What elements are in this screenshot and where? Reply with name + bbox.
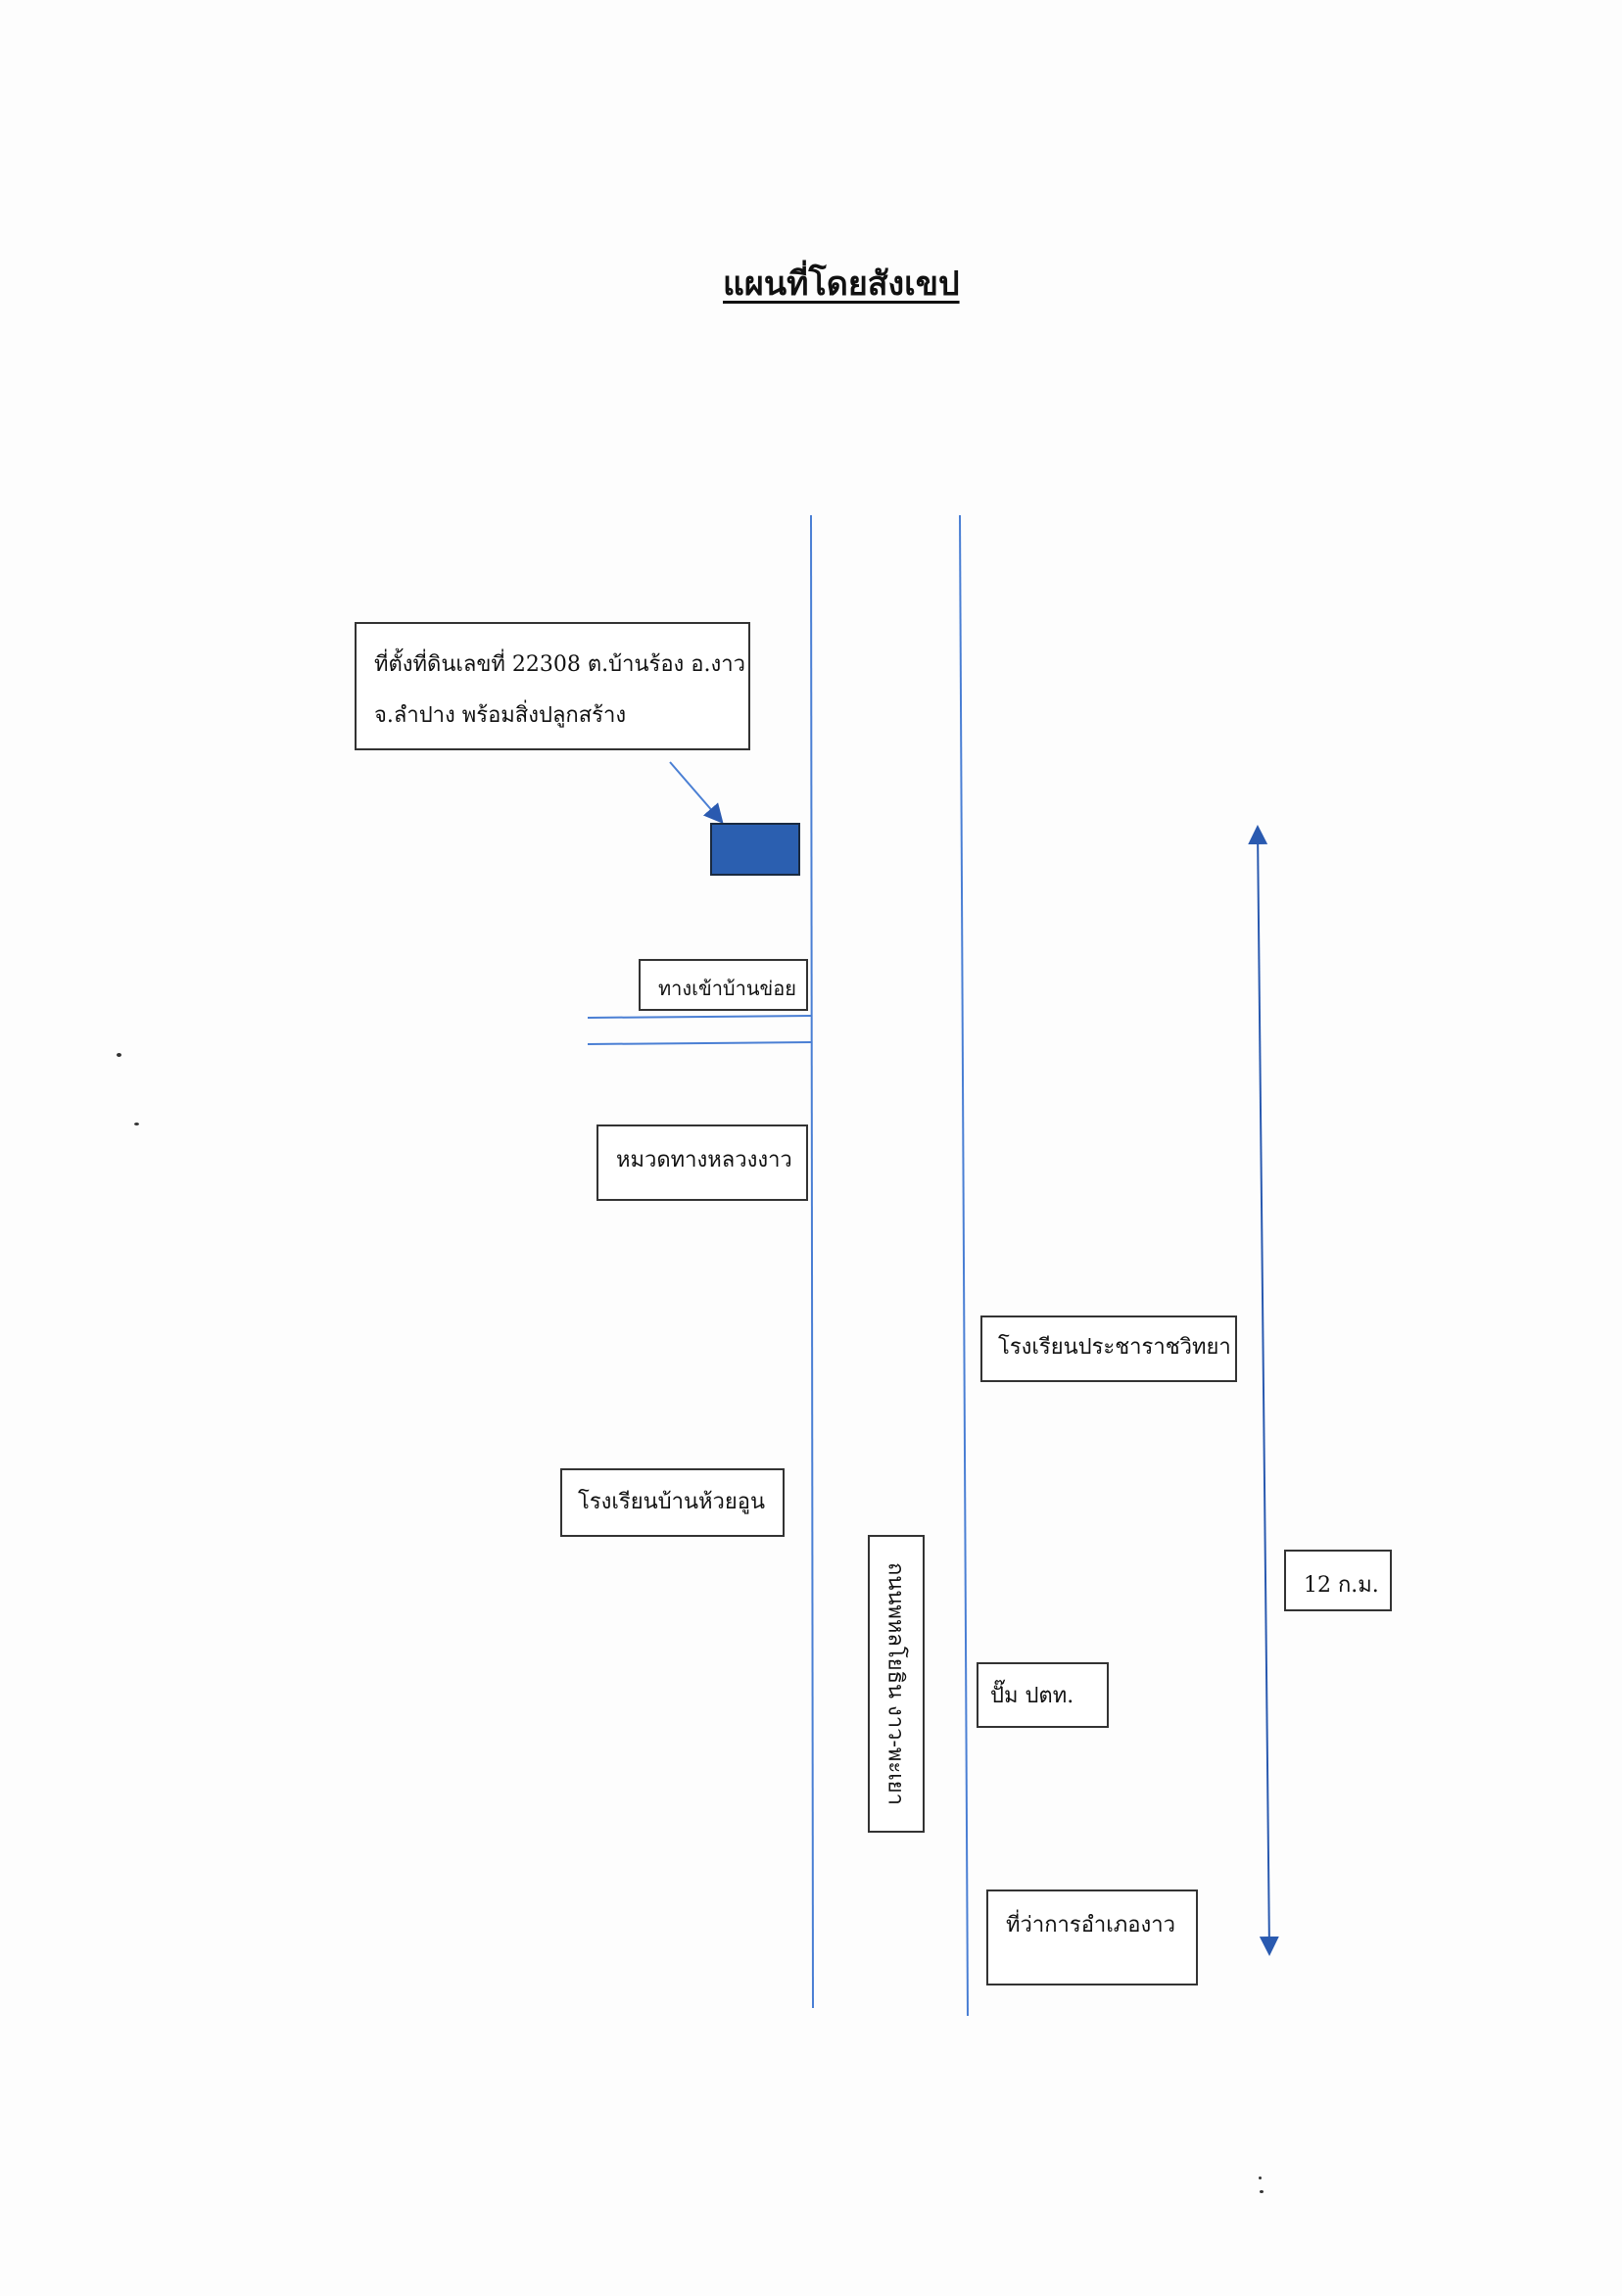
school-prachacharat-text: โรงเรียนประชาราชวิทยา bbox=[998, 1335, 1231, 1360]
land-location-line1: ที่ตั้งที่ดินเลขที่ 22308 ต.บ้านร้อง อ.ง… bbox=[374, 652, 745, 677]
school-ban-huai-un-label: โรงเรียนบ้านห้วยอูน bbox=[560, 1468, 785, 1537]
side-road-entrance-label: ทางเข้าบ้านข่อย bbox=[639, 959, 808, 1011]
main-road-text: ถนนพหลโยธิน งาว-พะเยา bbox=[883, 1561, 908, 1806]
land-location-line2: จ.ลำปาง พร้อมสิ่งปลูกสร้าง bbox=[374, 703, 627, 728]
distance-label: 12 ก.ม. bbox=[1284, 1550, 1392, 1611]
highway-unit-text: หมวดทางหลวงงาว bbox=[616, 1148, 792, 1172]
main-road-label: ถนนพหลโยธิน งาว-พะเยา bbox=[868, 1535, 925, 1833]
gas-station-text: ปั๊ม ปตท. bbox=[990, 1684, 1074, 1708]
gas-station-label: ปั๊ม ปตท. bbox=[977, 1662, 1109, 1728]
scan-speck bbox=[134, 1123, 139, 1125]
main-road-right-edge bbox=[959, 514, 969, 2017]
distance-text: 12 ก.ม. bbox=[1304, 1573, 1379, 1598]
side-road-entrance-text: ทางเข้าบ้านข่อย bbox=[658, 977, 796, 1000]
district-office-label: ที่ว่าการอำเภองาว bbox=[986, 1889, 1198, 1985]
school-prachacharat-label: โรงเรียนประชาราชวิทยา bbox=[980, 1315, 1237, 1382]
main-road-left-edge bbox=[810, 514, 814, 2009]
land-location-label: ที่ตั้งที่ดินเลขที่ 22308 ต.บ้านร้อง อ.ง… bbox=[355, 622, 750, 750]
highway-unit-label: หมวดทางหลวงงาว bbox=[596, 1124, 808, 1201]
scan-speck bbox=[117, 1053, 121, 1057]
scan-speck bbox=[1259, 2176, 1262, 2179]
land-plot-marker bbox=[710, 823, 800, 876]
scan-speck bbox=[1260, 2190, 1264, 2193]
double-arrow-icon bbox=[1248, 825, 1279, 1956]
district-office-text: ที่ว่าการอำเภองาว bbox=[1006, 1913, 1175, 1937]
map-title: แผนที่โดยสังเขป bbox=[723, 264, 960, 304]
side-road-upper-edge bbox=[587, 1015, 812, 1019]
side-road-lower-edge bbox=[587, 1041, 812, 1045]
school-ban-huai-un-text: โรงเรียนบ้านห้วยอูน bbox=[578, 1490, 765, 1514]
pointer-arrow-icon bbox=[669, 761, 724, 825]
